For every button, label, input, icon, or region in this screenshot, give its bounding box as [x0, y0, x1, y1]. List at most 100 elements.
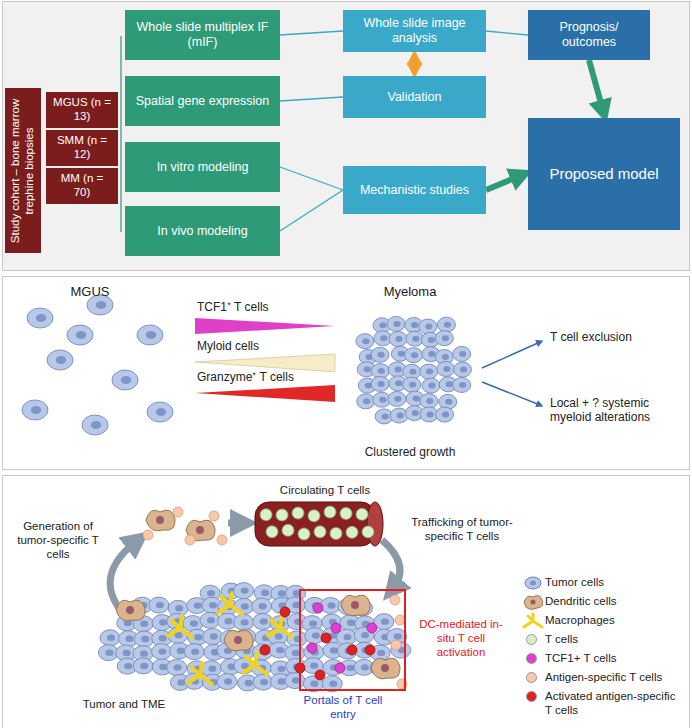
dendritic-nucleus	[126, 606, 134, 614]
trend-wedge	[195, 318, 335, 334]
tumor-cell	[388, 391, 406, 406]
dendritic-cell	[116, 600, 145, 621]
macrophage	[218, 593, 242, 614]
tumor-cell-nucleus	[412, 336, 419, 342]
tumor-cell-nucleus	[241, 587, 249, 593]
legend-text: Dendritic cells	[545, 595, 683, 609]
legend-text: T cells	[545, 633, 683, 647]
tumor-cell	[321, 597, 341, 613]
legend-text: Macrophages	[545, 614, 683, 628]
tumor-cell-nucleus	[330, 647, 338, 653]
tumor-cell	[437, 317, 455, 332]
tumor-cell	[151, 644, 171, 660]
t-cell	[346, 526, 358, 538]
tumor-cell-nucleus	[260, 618, 268, 624]
legend-spacer	[520, 614, 545, 626]
t-cell	[260, 509, 272, 521]
tumor-cell	[435, 331, 453, 346]
legend-row: Macrophages	[520, 614, 688, 628]
analysis-box: Whole slide image analysis	[343, 10, 486, 52]
antigen-specific-t-cell	[390, 595, 400, 605]
tumor-cell-nucleus	[428, 337, 435, 343]
connector	[589, 60, 604, 114]
tumor-cell-nucleus	[241, 619, 249, 625]
tumor-cell-nucleus	[426, 398, 433, 404]
t-cell	[330, 527, 342, 539]
analysis-box: Validation	[343, 76, 486, 118]
tumor-cell	[389, 331, 407, 346]
blood-vessel	[255, 502, 375, 546]
tumor-cell-nucleus	[445, 399, 452, 405]
box-label: Whole slide multiplex IF (mIF)	[131, 20, 274, 50]
tumor-cell-nucleus	[292, 650, 300, 656]
tumor-cell-nucleus	[394, 396, 401, 402]
tumor-cell-nucleus	[346, 665, 354, 671]
cycle-arrow	[382, 540, 400, 590]
tumor-cell-nucleus	[411, 322, 418, 328]
tumor-cell-nucleus	[190, 620, 198, 626]
text-label: Myeloma	[365, 284, 455, 300]
antigen-specific-t-cell	[185, 535, 195, 545]
tumor-cell-nucleus	[140, 663, 148, 669]
tumor-cell-nucleus	[442, 412, 449, 418]
tumor-cell-nucleus	[245, 680, 253, 686]
tumor-cell-nucleus	[158, 648, 166, 654]
tumor-cell	[405, 348, 423, 363]
connector	[280, 190, 343, 231]
tumor-cell	[453, 346, 471, 361]
tumor-cell-nucleus	[156, 602, 164, 608]
legend-text: Activated antigen-specific T cells	[545, 690, 683, 718]
tumor-cell-nucleus	[310, 662, 318, 668]
dendritic-nucleus	[351, 601, 359, 609]
tumor-cell-nucleus	[31, 406, 41, 414]
tumor-cell	[82, 415, 108, 435]
legend-row: Antigen-specific T cells	[520, 671, 688, 685]
connector	[280, 167, 343, 190]
tumor-cell	[419, 319, 437, 334]
method-box: Spatial gene expression	[125, 76, 280, 126]
tumor-cell-nucleus	[395, 366, 402, 372]
tumor-cell	[371, 376, 389, 391]
legend-swatch	[526, 672, 537, 683]
tumor-cell-nucleus	[276, 647, 284, 653]
tumor-cell-nucleus	[224, 678, 232, 684]
blood-vessel	[367, 502, 383, 546]
tumor-cell-nucleus	[378, 352, 385, 358]
tumor-cell-nucleus	[91, 421, 101, 429]
tumor-cell-nucleus	[121, 376, 131, 384]
tumor-cell-nucleus	[361, 632, 369, 638]
tumor-cell-nucleus	[347, 620, 355, 626]
legend-row: Dendritic cells	[520, 595, 688, 609]
group-box: MGUS (n = 13)	[46, 92, 118, 128]
activated-t-cell	[315, 670, 325, 680]
box-label: Validation	[388, 90, 442, 105]
text-label: DC-mediated in-situ T cell activation	[412, 618, 510, 659]
tumor-cell-nucleus	[259, 603, 267, 609]
legend-spacer	[520, 576, 545, 588]
legend-icon	[524, 596, 543, 610]
antigen-specific-t-cell	[173, 507, 183, 517]
t-cell	[314, 526, 326, 538]
tumor-cell-nucleus	[191, 648, 199, 654]
tumor-cell-nucleus	[409, 369, 416, 375]
tumor-cell-nucleus	[125, 635, 133, 641]
tumor-cell-nucleus	[460, 367, 467, 373]
text-label: Trafficking of tumor-specific T cells	[410, 516, 514, 544]
tumor-cell-nucleus	[159, 619, 167, 625]
tumor-cell	[338, 643, 358, 659]
tumor-cell	[356, 334, 374, 349]
legend-row: T cells	[520, 633, 688, 647]
antigen-specific-t-cell	[217, 535, 227, 545]
antigen-specific-t-cell	[143, 530, 153, 540]
tumor-cell	[371, 347, 389, 362]
tumor-cell-nucleus	[393, 321, 400, 327]
legend-row: Activated antigen-specific T cells	[520, 690, 688, 718]
t-cell	[362, 526, 374, 538]
t-cell	[356, 508, 368, 520]
dendritic-nucleus	[381, 664, 389, 672]
t-cell	[308, 510, 320, 522]
tumor-cell-nucleus	[412, 410, 419, 416]
tumor-cell	[357, 394, 375, 409]
text-label: Myloid cells	[197, 339, 347, 353]
tumor-cell-nucleus	[446, 381, 453, 387]
